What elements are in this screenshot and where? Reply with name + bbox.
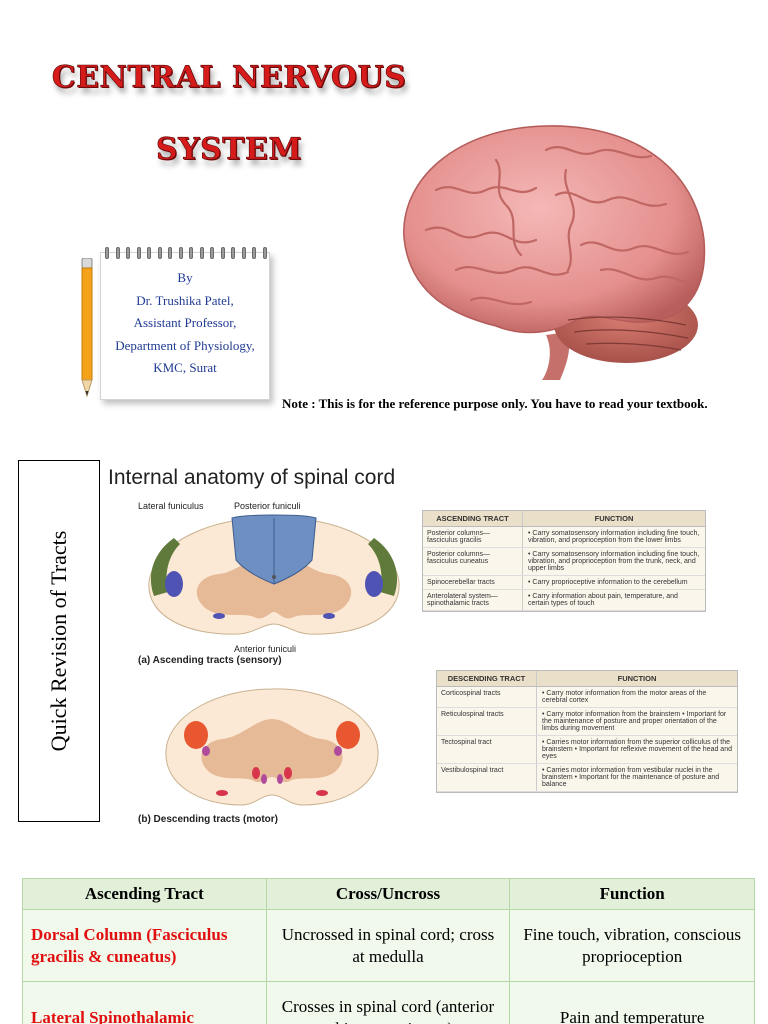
spinal-cord-figure: Internal anatomy of spinal cord Lateral …	[104, 460, 752, 832]
author-notebook: By Dr. Trushika Patel, Assistant Profess…	[100, 247, 270, 400]
ascending-tract-name: Spinocerebellar tracts	[423, 576, 523, 589]
tract-function: Fine touch, vibration, conscious proprio…	[509, 909, 755, 982]
author-position: Assistant Professor,	[133, 315, 237, 330]
descending-tract-function: • Carries motor information from vestibu…	[542, 767, 720, 788]
author-institution: KMC, Surat	[153, 360, 217, 375]
tract-crossing: Uncrossed in spinal cord; cross at medul…	[265, 909, 511, 982]
ascending-tract-name: Anterolateral system— spinothalamic trac…	[423, 590, 523, 610]
tract-name: Dorsal Column (Fasciculus gracilis & cun…	[22, 909, 267, 982]
ascending-tract-function: • Carry proprioceptive information to th…	[528, 579, 688, 586]
caption-descending: (b) Descending tracts (motor)	[138, 814, 279, 825]
caption-ascending: (a) Ascending tracts (sensory)	[138, 655, 282, 666]
table-row: Corticospinal tracts • Carry motor infor…	[437, 687, 737, 708]
descending-header-function: FUNCTION	[617, 674, 657, 683]
notebook-rings	[105, 247, 267, 259]
table-row: Tectospinal tract • Carries motor inform…	[437, 736, 737, 764]
ascending-tract-table: ASCENDING TRACT FUNCTION Posterior colum…	[422, 510, 706, 612]
descending-tract-function: • Carry motor information from the motor…	[542, 690, 707, 704]
ascending-header-tract: ASCENDING TRACT	[423, 511, 523, 526]
table-row: Spinocerebellar tracts • Carry proprioce…	[423, 576, 705, 590]
ascending-tract-name: Posterior columns— fasciculus gracilis	[423, 527, 523, 547]
table-row: Anterolateral system— spinothalamic trac…	[423, 590, 705, 611]
figure-title: Internal anatomy of spinal cord	[108, 466, 396, 489]
tract-comparison-table: Ascending Tract Cross/Uncross Function D…	[22, 878, 755, 1024]
side-label-box: Quick Revision of Tracts	[18, 460, 100, 822]
side-label: Quick Revision of Tracts	[46, 530, 71, 752]
author-by: By	[177, 270, 193, 285]
tract-name: Lateral Spinothalamic	[22, 981, 267, 1024]
table-row: Vestibulospinal tract • Carries motor in…	[437, 764, 737, 792]
header-cross-uncross: Cross/Uncross	[265, 878, 511, 910]
ascending-tract-name: Posterior columns— fasciculus cuneatus	[423, 548, 523, 575]
header-function: Function	[509, 878, 755, 910]
ascending-tract-function: • Carry information about pain, temperat…	[528, 593, 678, 607]
label-anterior-funiculi: Anterior funiculi	[234, 644, 297, 654]
title-line-2: SYSTEM	[155, 132, 303, 168]
ascending-cross-section	[148, 514, 400, 635]
table-header-row: Ascending Tract Cross/Uncross Function	[22, 878, 755, 910]
table-row: Posterior columns— fasciculus gracilis •…	[423, 527, 705, 548]
descending-cross-section	[165, 688, 379, 806]
header-ascending-tract: Ascending Tract	[22, 878, 267, 910]
brain-image	[403, 125, 706, 380]
descending-tract-name: Corticospinal tracts	[437, 687, 537, 707]
author-name: Dr. Trushika Patel,	[136, 292, 234, 308]
ascending-tract-function: • Carry somatosensory information includ…	[528, 530, 700, 544]
ascending-header-function: FUNCTION	[594, 514, 634, 523]
descending-tract-name: Tectospinal tract	[437, 736, 537, 763]
descending-tract-table: DESCENDING TRACT FUNCTION Corticospinal …	[436, 670, 738, 793]
table-row: Dorsal Column (Fasciculus gracilis & cun…	[22, 909, 755, 982]
table-row: Reticulospinal tracts • Carry motor info…	[437, 708, 737, 736]
reference-note: Note : This is for the reference purpose…	[282, 396, 708, 411]
tract-function: Pain and temperature	[509, 981, 755, 1024]
descending-tract-function: • Carries motor information from the sup…	[542, 739, 732, 760]
table-row: Posterior columns— fasciculus cuneatus •…	[423, 548, 705, 576]
pencil-icon	[81, 258, 93, 398]
descending-header-tract: DESCENDING TRACT	[437, 671, 537, 686]
author-department: Department of Physiology,	[115, 337, 255, 353]
ascending-tract-function: • Carry somatosensory information includ…	[528, 551, 700, 572]
descending-tract-function: • Carry motor information from the brain…	[542, 711, 727, 732]
label-posterior-funiculi: Posterior funiculi	[234, 501, 301, 511]
table-row: Lateral Spinothalamic Crosses in spinal …	[22, 981, 755, 1024]
title-line-1: CENTRAL NERVOUS	[51, 60, 407, 96]
tract-crossing: Crosses in spinal cord (anterior white c…	[265, 981, 511, 1024]
descending-tract-name: Reticulospinal tracts	[437, 708, 537, 735]
label-lateral-funiculus: Lateral funiculus	[138, 501, 204, 511]
descending-tract-name: Vestibulospinal tract	[437, 764, 537, 791]
author-credit: By Dr. Trushika Patel, Assistant Profess…	[103, 263, 267, 397]
